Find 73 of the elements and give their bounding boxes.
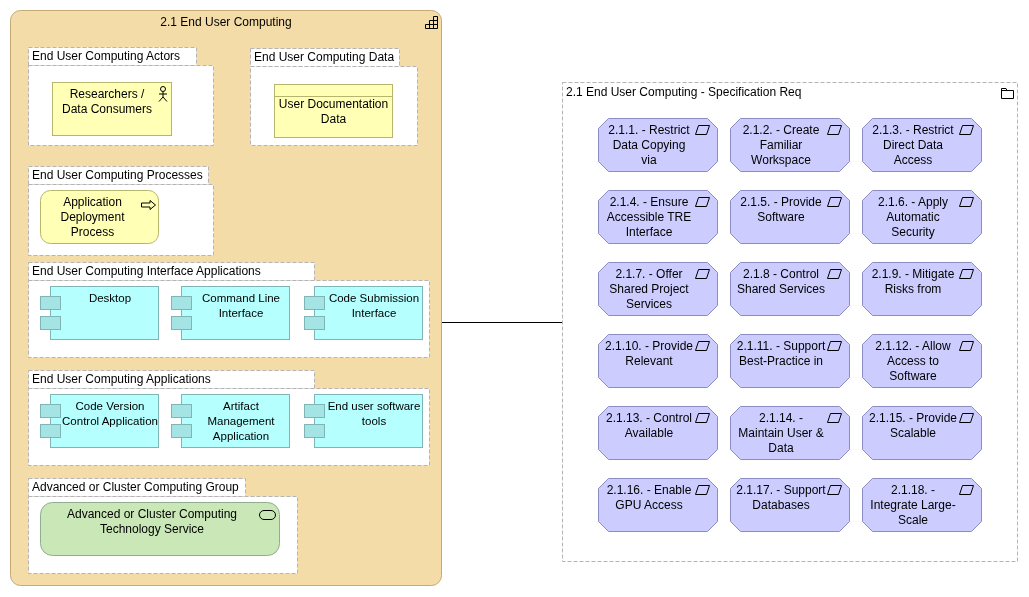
group-frame xyxy=(28,478,298,574)
element-label: Application Deployment Process xyxy=(59,195,126,240)
requirement-octagon xyxy=(598,190,718,244)
requirement-label: 2.1.14. - Maintain User & Data xyxy=(737,411,825,456)
requirement-label: 2.1.15. - Provide Scalable xyxy=(868,411,958,441)
group-title: End User Computing Applications xyxy=(32,372,211,387)
requirement-label: 2.1.13. - Control Available xyxy=(604,411,693,441)
requirement-octagon xyxy=(862,190,982,244)
element-label: Researchers / Data Consumers xyxy=(60,87,153,117)
folder-frame xyxy=(562,82,1018,562)
requirement-octagon xyxy=(730,190,850,244)
element-label: Command Line Interface xyxy=(201,291,281,321)
element-label: Advanced or Cluster Computing Technology Service xyxy=(65,507,239,537)
element-label: Code Version Control Application xyxy=(62,399,158,429)
requirement-label: 2.1.16. - Enable GPU Access xyxy=(605,483,693,513)
component-element xyxy=(40,286,159,340)
requirement-label: 2.1.2. - Create Familiar Workspace xyxy=(741,123,821,168)
requirement-label: 2.1.7. - Offer Shared Project Services xyxy=(608,267,690,312)
requirement-octagon xyxy=(862,118,982,172)
process-element xyxy=(40,190,159,244)
component-element xyxy=(40,394,159,448)
requirement-octagon xyxy=(598,406,718,460)
requirement-label: 2.1.8 - Control Shared Services xyxy=(736,267,826,297)
group-frame xyxy=(250,48,418,146)
requirement-octagon xyxy=(598,478,718,532)
component-element xyxy=(304,394,423,448)
group-title: Advanced or Cluster Computing Group xyxy=(32,480,239,495)
requirement-octagon xyxy=(598,262,718,316)
element-label: Code Submission Interface xyxy=(327,291,421,321)
requirement-label: 2.1.5. - Provide Software xyxy=(739,195,823,225)
requirement-label: 2.1.6. - Apply Automatic Security xyxy=(876,195,949,240)
container-title: 2.1 End User Computing xyxy=(159,15,293,30)
requirement-label: 2.1.4. - Ensure Accessible TRE Interface xyxy=(605,195,693,240)
requirement-label: 2.1.17. - Support Databases xyxy=(736,483,826,513)
element-label: End user software tools xyxy=(326,399,422,429)
requirement-label: 2.1.1. - Restrict Data Copying via xyxy=(607,123,691,168)
requirement-label: 2.1.10. - Provide Relevant xyxy=(604,339,694,369)
requirement-label: 2.1.3. - Restrict Direct Data Access xyxy=(871,123,955,168)
component-element xyxy=(171,286,290,340)
element-label: Desktop xyxy=(87,291,133,306)
service-element xyxy=(40,502,280,556)
capability-container xyxy=(10,10,442,586)
group-frame xyxy=(28,262,430,358)
requirement-octagon xyxy=(862,334,982,388)
requirement-label: 2.1.11. - Support Best-Practice in xyxy=(736,339,826,369)
actor-element xyxy=(52,82,172,136)
requirement-octagon xyxy=(862,478,982,532)
data-object xyxy=(274,84,393,138)
requirement-octagon xyxy=(730,406,850,460)
requirement-label: 2.1.12. - Allow Access to Software xyxy=(874,339,952,384)
requirement-octagon xyxy=(730,334,850,388)
requirement-label: 2.1.9. - Mitigate Risks from xyxy=(870,267,956,297)
group-title: End User Computing Processes xyxy=(32,168,203,183)
requirement-label: 2.1.18. - Integrate Large-Scale xyxy=(869,483,957,528)
element-label: User Documentation Data xyxy=(278,97,389,127)
group-frame xyxy=(28,47,214,146)
requirement-octagon xyxy=(730,478,850,532)
requirement-octagon xyxy=(598,118,718,172)
requirement-octagon xyxy=(730,118,850,172)
group-frame xyxy=(28,370,430,466)
group-title: End User Computing Interface Applications xyxy=(32,264,261,279)
element-label: Artifact Management Application xyxy=(206,399,276,444)
connector-line xyxy=(441,322,563,323)
group-title: End User Computing Actors xyxy=(32,49,181,64)
requirement-octagon xyxy=(862,262,982,316)
requirement-octagon xyxy=(730,262,850,316)
group-title: End User Computing Data xyxy=(254,50,395,65)
requirement-octagon xyxy=(862,406,982,460)
group-frame xyxy=(28,166,214,256)
component-element xyxy=(171,394,290,448)
requirement-octagon xyxy=(598,334,718,388)
component-element xyxy=(304,286,423,340)
folder-title: 2.1 End User Computing - Specification Req xyxy=(566,85,803,100)
